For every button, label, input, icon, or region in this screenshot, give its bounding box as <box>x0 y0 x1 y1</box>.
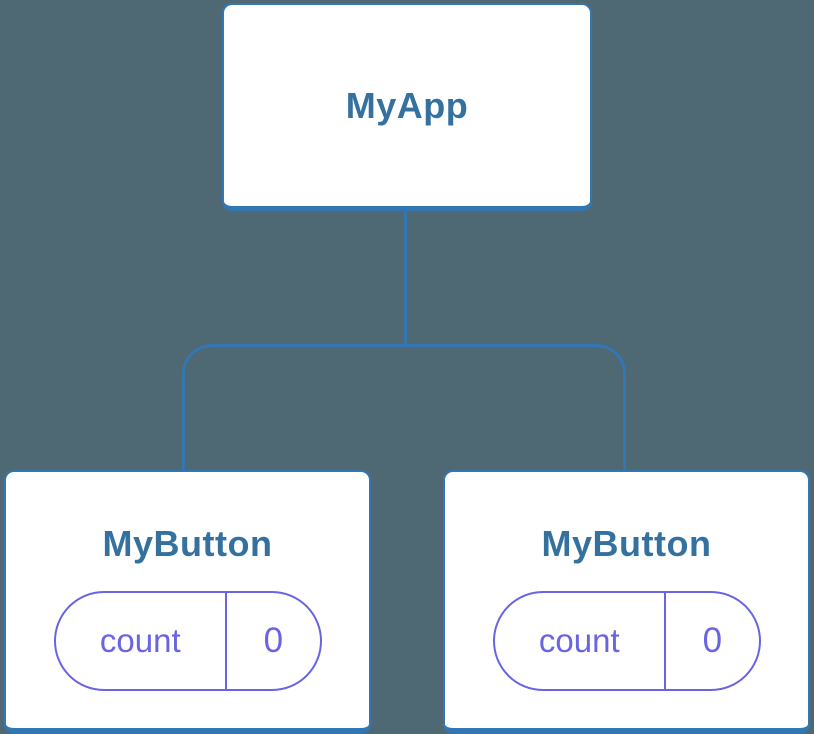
tree-connector-bracket <box>182 344 626 470</box>
component-label: MyButton <box>541 523 712 564</box>
component-node-mybutton-1: MyButton count 0 <box>4 470 371 734</box>
state-value: 0 <box>263 621 284 660</box>
component-node-mybutton-2: MyButton count 0 <box>443 470 810 734</box>
component-node-myapp: MyApp <box>222 3 592 211</box>
tree-connector-stem <box>404 211 407 345</box>
component-label: MyApp <box>345 85 469 126</box>
state-pill: count 0 <box>492 591 761 691</box>
state-value: 0 <box>702 621 723 660</box>
component-label: MyButton <box>102 523 273 564</box>
state-key: count <box>495 593 667 689</box>
state-pill: count 0 <box>53 591 322 691</box>
state-key: count <box>56 593 228 689</box>
